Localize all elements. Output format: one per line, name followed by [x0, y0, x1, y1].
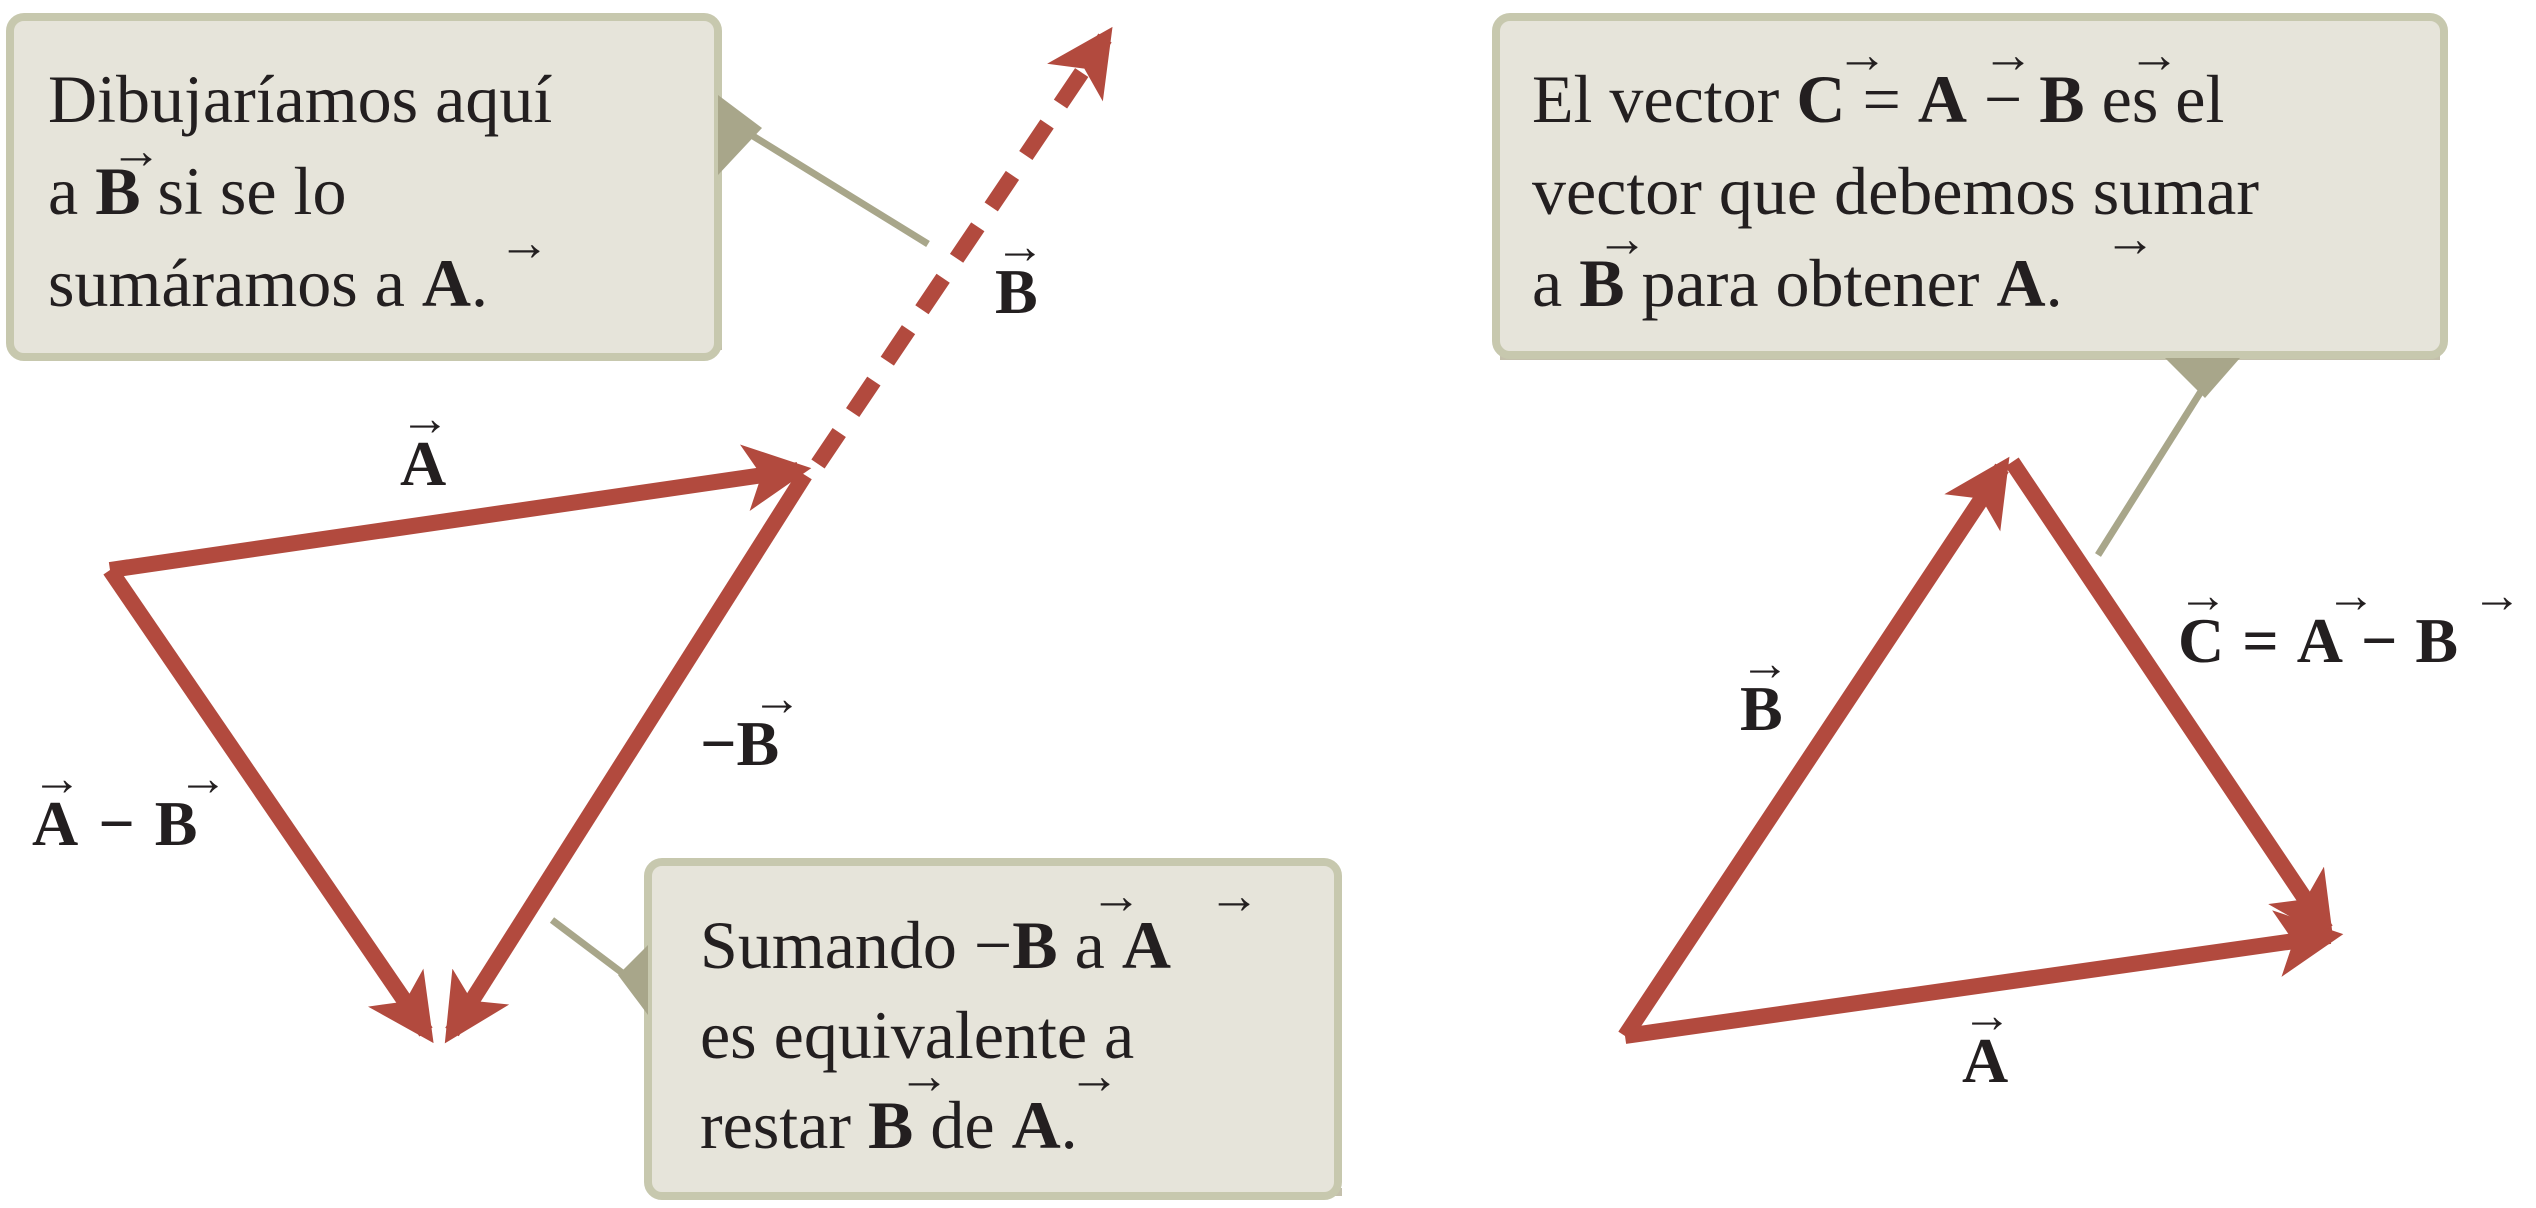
vector-b-arrow — [1618, 456, 2010, 1041]
vector-arrow-over-b: → — [2472, 567, 2522, 623]
vector-arrow-over-b: → — [1740, 635, 1790, 691]
vector-a-arrow — [108, 444, 812, 578]
callout-text-line-3: a B para obtener A. — [1532, 245, 2063, 321]
callout-leader-line — [2095, 383, 2208, 557]
label-vector-a-minus-b: A−B — [32, 788, 197, 859]
vector-arrow-over-a: → — [2104, 211, 2156, 268]
callout-text-line-2: a B si se lo — [48, 153, 346, 229]
callout-box-vector-c: El vector C = A − B es el vector que deb… — [1492, 13, 2448, 557]
vector-arrow-over-a: → — [1208, 868, 1260, 925]
label-vector-a: A — [1962, 1025, 2008, 1096]
label-vector-neg-b: −B — [700, 708, 779, 779]
vector-arrow-over-b: → — [1596, 211, 1648, 268]
vector-arrow-over-a: → — [2326, 567, 2376, 623]
callout-box-draw-b-here: Dibujaríamos aquí a B si se lo sumáramos… — [6, 13, 930, 361]
vector-arrow-over-a: → — [400, 390, 450, 446]
vector-arrow-over-a: → — [498, 215, 550, 272]
label-vector-b-dashed: B — [995, 256, 1038, 327]
vector-arrow-over-b: → — [995, 218, 1045, 274]
label-vector-c-equals-a-minus-b: C=A−B — [2178, 605, 2458, 676]
callout-text-line-1: El vector C = A − B es el — [1532, 61, 2224, 137]
vector-arrow-over-b: → — [1090, 868, 1142, 925]
callout-leader-line — [549, 917, 628, 978]
vector-a-arrow — [1623, 910, 2344, 1044]
callout-pointer — [2165, 358, 2240, 398]
callout-pointer — [718, 95, 762, 175]
vector-arrow-over-b: → — [752, 670, 802, 726]
vector-arrow-over-c: → — [2178, 567, 2228, 623]
callout-text-line-3: sumáramos a A. — [48, 245, 488, 321]
vector-arrow-over-a: → — [32, 750, 82, 806]
label-vector-a: A — [400, 428, 446, 499]
callout-pointer — [618, 945, 648, 1015]
callout-box-adding-neg-b: Sumando −B a A es equivalente a restar B… — [549, 858, 1342, 1200]
vector-arrow-over-b: → — [110, 123, 162, 180]
vector-arrow-over-b: → — [178, 750, 228, 806]
callout-text-line-3: restar B de A. — [700, 1087, 1078, 1163]
vector-neg-b-arrow — [444, 470, 812, 1044]
vector-b-dashed-arrow — [811, 26, 1113, 469]
vector-arrow-over-a: → — [1068, 1048, 1120, 1105]
callout-text-line-1: Dibujaríamos aquí — [48, 61, 552, 137]
callout-leader-line — [738, 125, 930, 247]
callout-text-line-1: Sumando −B a A — [700, 907, 1171, 983]
vector-a-minus-b-arrow — [103, 565, 434, 1044]
label-vector-b: B — [1740, 673, 1783, 744]
vector-arrow-over-a: → — [1962, 987, 2012, 1043]
vector-arrow-over-a: → — [1982, 27, 2034, 84]
vector-arrow-over-b: → — [898, 1048, 950, 1105]
vector-c-arrow — [2005, 457, 2334, 942]
vector-arrow-over-b: → — [2128, 27, 2180, 84]
callout-text-line-2: es equivalente a — [700, 997, 1134, 1073]
vector-arrow-over-c: → — [1836, 27, 1888, 84]
callout-text-line-2: vector que debemos sumar — [1532, 153, 2259, 229]
